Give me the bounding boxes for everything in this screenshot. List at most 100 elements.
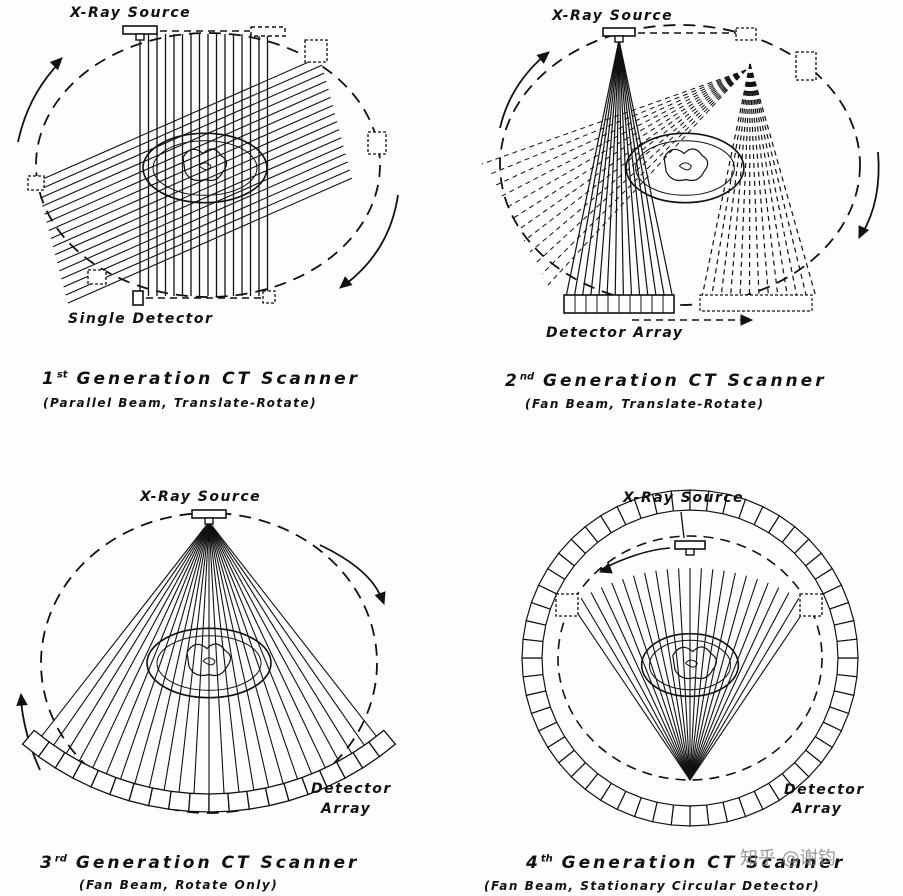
p3-detector-cell [188, 792, 210, 813]
p4-fan-ray [689, 568, 702, 781]
p2-fan-ray [618, 39, 665, 298]
p1-title: 1st Generation CT Scanner [42, 369, 360, 389]
p4-fan-ray [678, 568, 691, 781]
p1-rotated-ray [48, 104, 333, 231]
p2-subtitle: (Fan Beam, Translate-Rotate) [525, 397, 765, 411]
p2-ghost-ray-right [710, 63, 751, 298]
p1-translated-detector-ghost [262, 290, 276, 304]
p1-xray-source-tube-housing [122, 25, 158, 35]
p3-fan-ray [193, 521, 210, 797]
p4-fan-ray [644, 572, 691, 781]
p3-patient-organ [186, 643, 232, 677]
p3-source-label: X-Ray Source [140, 489, 262, 505]
p4-detector-cell [836, 657, 859, 678]
p2-patient-organ [663, 148, 709, 182]
p4-patient-organ-detail [684, 659, 698, 668]
p2-ghost-ray-left [511, 69, 747, 220]
p3-fan-ray [208, 521, 225, 797]
p4-patient-outline [640, 632, 740, 698]
p1-rotated-detector-ghost-a [27, 175, 45, 191]
p3-detector-cell [227, 790, 251, 813]
p2-title: 2nd Generation CT Scanner [505, 371, 827, 391]
p2-title-sup: nd [519, 371, 535, 383]
p2-gantry-dashed-circle [499, 24, 861, 306]
p4-patient-inner [648, 639, 732, 691]
p2-ghost-ray-right [739, 63, 751, 298]
p3-detector-cell [367, 729, 397, 758]
p4-fan-ray [689, 603, 810, 781]
p3-xray-source-tube [191, 509, 227, 525]
p2-translate-arrowhead [740, 314, 754, 326]
p1-rotated-ray [52, 121, 338, 248]
p4-fan-ray [689, 597, 800, 781]
p4-arrowhead [598, 562, 613, 574]
p2-ghost-ray-right [701, 63, 751, 298]
p3-detector-cell [167, 790, 191, 813]
p1-rotated-ray [54, 129, 340, 256]
p3-arrowhead-left [16, 692, 28, 706]
p1-rotated-ray [35, 56, 321, 183]
p1-rotated-source-ghost-b [367, 131, 387, 155]
p1-rotated-ray [50, 113, 336, 240]
p2-fan-ray [618, 39, 633, 298]
p2-patient-outline [625, 132, 745, 204]
p1-rotated-detector-ghost-b [87, 269, 107, 285]
p2-fan-ray [598, 39, 620, 298]
p3-fan-ray [77, 521, 210, 764]
p1-rotation-arc-right [345, 194, 399, 285]
p1-rotated-ray [59, 145, 344, 272]
panel-1st-generation-drawing [17, 25, 399, 306]
p1-source-label: X-Ray Source [70, 5, 192, 21]
p4-fan-ray [689, 592, 790, 781]
p4-title-rest: Generation CT Scanner [561, 853, 846, 873]
p3-fan-ray [208, 521, 328, 771]
p4-fan-ray [655, 570, 691, 781]
p2-xray-source-tube [602, 27, 636, 43]
p2-rotation-arc-right [861, 151, 880, 235]
p2-arrowhead-left [536, 51, 550, 64]
p4-detector-label-2: Array [792, 801, 843, 817]
p2-fan-ray [590, 39, 620, 298]
p3-xray-source-tube-nozzle [204, 517, 214, 525]
p2-ghost-ray-right [720, 63, 751, 298]
p4-fan-ray [689, 572, 736, 781]
p2-ghost-ray-left [481, 69, 747, 165]
p4-fan-ray [689, 570, 725, 781]
p1-patient-outline [142, 132, 268, 204]
p3-title-rest: Generation CT Scanner [75, 853, 360, 873]
p3-subtitle: (Fan Beam, Rotate Only) [79, 878, 279, 892]
p2-ghost-ray-left [535, 69, 747, 264]
p3-patient-inner [156, 635, 262, 691]
p2-fan-ray [618, 39, 657, 298]
p4-title: 4th Generation CT Scanner [526, 853, 845, 873]
p1-detector-label: Single Detector [68, 311, 214, 327]
p3-fan-ray [208, 521, 270, 791]
p3-patient-organ-detail [202, 657, 216, 666]
p4-detector-cell [836, 638, 859, 659]
p3-title: 3rd Generation CT Scanner [40, 853, 359, 873]
p4-fan-ray [689, 569, 714, 781]
p4-fan-ray [689, 582, 769, 781]
p2-xray-source-tube-nozzle [614, 35, 624, 43]
p2-fan-ray [573, 39, 620, 298]
p3-fan-ray [208, 521, 240, 796]
panel-2nd-generation-drawing [481, 24, 880, 326]
p3-fan-ray [51, 521, 210, 749]
p2-rotated-source-ghost [795, 51, 817, 81]
p2-ghost-ray-left [487, 69, 747, 176]
p2-title-ordinal: 2 [505, 371, 520, 391]
p4-fan-ray [689, 575, 748, 781]
p3-fan-ray [208, 521, 255, 794]
p1-gantry-dashed-circle [35, 32, 381, 298]
p4-detector-cell [521, 657, 544, 678]
p4-rotation-arc [599, 547, 671, 571]
p4-fan-ray [622, 578, 691, 781]
panel-3rd-generation-drawing [16, 509, 397, 814]
p4-fan-ray [632, 575, 691, 781]
p4-source-label: X-Ray Source [623, 490, 745, 506]
p4-title-ordinal: 4 [526, 853, 541, 873]
p2-ghost-ray-right [729, 63, 751, 298]
p1-title-ordinal: 1 [42, 369, 57, 389]
p3-detector-label-1: Detector [311, 781, 392, 797]
